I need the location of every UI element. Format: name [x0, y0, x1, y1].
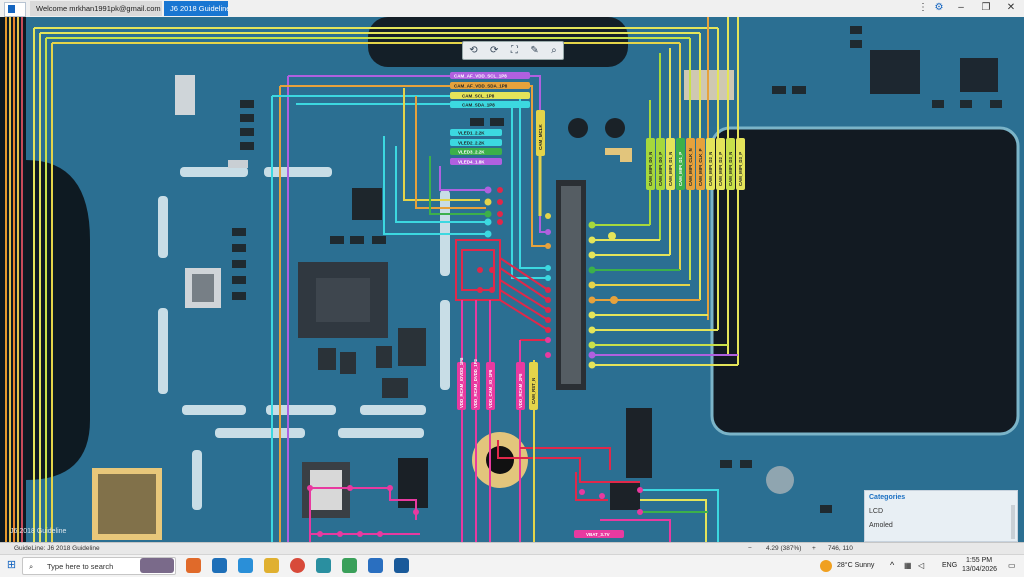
net-label: CAM_MIPI_D1_P	[678, 152, 683, 186]
net-label: CAM_MIPI_CLK_N	[688, 148, 693, 186]
net-label: VLED4_1.8K	[458, 160, 485, 165]
tab-guideline[interactable]: J6 2018 Guideline	[164, 1, 228, 16]
app-icon[interactable]	[394, 558, 409, 573]
zoom-out-icon[interactable]: −	[748, 545, 752, 552]
network-icon[interactable]: ▦	[904, 561, 912, 570]
clock-date[interactable]: 13/04/2026	[962, 566, 998, 573]
net-label: VLED1_2.2K	[458, 131, 485, 136]
volume-icon[interactable]: ◁	[918, 561, 925, 570]
categories-panel: Categories LCD Amoled	[864, 490, 1018, 542]
fit-screen-icon[interactable]: ⛶	[510, 45, 518, 56]
status-bar: GuideLine: J6 2018 Guideline − 4.29 (387…	[0, 542, 1024, 555]
taskview-icon[interactable]	[212, 558, 227, 573]
net-label: VLED3_2.2K	[458, 150, 485, 155]
start-icon[interactable]: ⊞	[6, 559, 17, 571]
notifications-icon[interactable]: ▭	[1008, 561, 1016, 570]
net-label: CAM_MIPI_D1_N	[668, 152, 673, 186]
orion-icon[interactable]	[368, 558, 383, 573]
tab-welcome[interactable]: Welcome mrkhan1991pk@gmail.com - Orion	[30, 1, 162, 16]
net-label: VDD_RCAM_DVDD_1P2	[473, 358, 478, 408]
zoom-level: 4.29 (387%)	[766, 545, 802, 552]
search-icon: ⌕	[29, 562, 34, 571]
net-label: CAM_MIPI_D2_N	[708, 152, 713, 186]
title-bar: Welcome mrkhan1991pk@gmail.com - Orion J…	[0, 0, 1024, 18]
zoom-in-icon[interactable]: +	[812, 545, 816, 552]
rotate-left-icon[interactable]: ⟲	[469, 45, 478, 56]
view-toolbar: ⟲ ⟳ ⛶ ✎ ⌕	[462, 41, 564, 60]
pcb-board-image: CAM_AF_VDD_SCL_1P8 CAM_AF_VDD_SDA_1P8 CA…	[0, 17, 1024, 542]
minimize-button[interactable]: –	[958, 2, 964, 13]
guideline-watermark: J6 2018 Guideline	[10, 528, 67, 535]
net-label: VBAT_3.7V	[586, 532, 610, 537]
news-widget-icon[interactable]	[140, 558, 174, 573]
weather-icon	[820, 560, 832, 572]
net-label: CAM_AF_VDD_SCL_1P8	[454, 74, 507, 79]
net-label: CAM_MIPI_D3_N	[728, 152, 733, 186]
settings-icon[interactable]: ⚙	[934, 2, 944, 13]
net-label: VLED2_2.2K	[458, 141, 485, 146]
net-label: VDD_CAM_IO_1P8	[488, 369, 493, 408]
taskbar: ⊞ ⌕ Type here to search 28°C Sunny ^ ▦ ◁…	[0, 554, 1024, 577]
net-label: CAM_MIPI_D3_P	[738, 152, 743, 186]
rotate-right-icon[interactable]: ⟳	[490, 45, 499, 56]
net-label: CAM_MIPI_CLK_P	[698, 148, 703, 186]
chrome-icon[interactable]	[290, 558, 305, 573]
draw-icon[interactable]: ✎	[530, 45, 539, 56]
app-icon[interactable]	[186, 558, 201, 573]
net-label: CAM_RST_N	[531, 378, 536, 404]
net-label: CAM_SCL_1P8	[462, 94, 495, 99]
weather-text[interactable]: 28°C Sunny	[837, 562, 875, 569]
net-label: CAM_MCLK	[538, 124, 543, 150]
net-label: CAM_MIPI_D0_N	[648, 152, 653, 186]
search-placeholder: Type here to search	[47, 562, 114, 571]
zoom-icon[interactable]: ⌕	[551, 45, 557, 56]
cursor-coords: 746, 110	[828, 545, 853, 552]
net-label: CAM_SDA_1P8	[462, 103, 495, 108]
category-amoled[interactable]: Amoled	[869, 522, 893, 529]
edge-icon[interactable]	[238, 558, 253, 573]
net-label: CAM_AF_VDD_SDA_1P8	[454, 84, 508, 89]
tray-chevron-icon[interactable]: ^	[890, 560, 895, 570]
status-guideline: GuideLine: J6 2018 Guideline	[14, 545, 100, 552]
menu-icon[interactable]: ⋮	[918, 2, 928, 13]
categories-title: Categories	[869, 494, 906, 501]
categories-scrollbar[interactable]	[1011, 505, 1015, 539]
net-label: CAM_MIPI_D2_P	[718, 152, 723, 186]
settings-app-icon[interactable]	[316, 558, 331, 573]
net-label: VDD_RCAM_IOVDD_1P8	[459, 357, 464, 408]
board-viewer[interactable]: CAM_AF_VDD_SCL_1P8 CAM_AF_VDD_SDA_1P8 CA…	[0, 17, 1024, 542]
app-menu-icon[interactable]	[4, 2, 26, 17]
app-icon[interactable]	[342, 558, 357, 573]
close-button[interactable]: ✕	[1006, 2, 1016, 13]
taskbar-search[interactable]: ⌕ Type here to search	[22, 557, 176, 575]
maximize-button[interactable]: ❐	[981, 2, 991, 13]
language-indicator[interactable]: ENG	[942, 562, 958, 569]
file-explorer-icon[interactable]	[264, 558, 279, 573]
clock-time[interactable]: 1:55 PM	[966, 557, 993, 564]
net-label: VDD_RCAM_2P8	[518, 373, 523, 408]
net-label: CAM_MIPI_D0_P	[658, 152, 663, 186]
category-lcd[interactable]: LCD	[869, 508, 884, 515]
